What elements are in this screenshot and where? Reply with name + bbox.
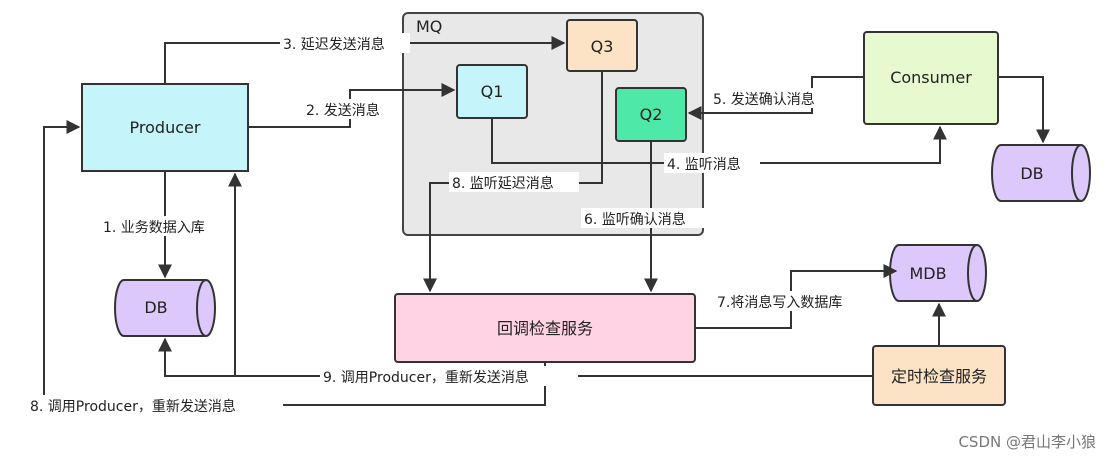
label-callback-resend: 8. 调用Producer，重新发送消息 (27, 395, 283, 415)
label-send-text: 2. 发送消息 (306, 102, 380, 119)
q3-node: Q3 (566, 19, 638, 72)
db-consumer-label: DB (1020, 164, 1043, 183)
label-listen-text: 4. 监听消息 (667, 156, 741, 173)
q2-node: Q2 (615, 87, 687, 142)
callback-check-service-label: 回调检查服务 (497, 319, 593, 338)
label-callback-resend-text: 8. 调用Producer，重新发送消息 (30, 398, 236, 415)
mdb-node: MDB (889, 244, 987, 302)
producer-node: Producer (81, 83, 249, 172)
label-timer-resend-text: 9. 调用Producer，重新发送消息 (323, 369, 529, 386)
label-listen: 4. 监听消息 (664, 153, 760, 173)
q2-label: Q2 (640, 105, 663, 124)
edge-consumer-db (998, 76, 1050, 144)
label-listen-confirm: 6. 监听确认消息 (581, 208, 707, 228)
edge-timer-to-db (158, 337, 873, 377)
label-delay-send-text: 3. 延迟发送消息 (283, 36, 385, 53)
q1-label: Q1 (481, 82, 504, 101)
label-send-confirm-text: 5. 发送确认消息 (713, 91, 815, 108)
label-persist-text: 1. 业务数据入库 (103, 220, 205, 236)
label-delay-send: 3. 延迟发送消息 (280, 33, 410, 53)
edge-delay-send (164, 36, 566, 84)
timer-check-service-label: 定时检查服务 (891, 367, 987, 386)
mdb-label: MDB (909, 264, 946, 283)
label-send-confirm: 5. 发送确认消息 (710, 88, 840, 108)
label-send: 2. 发送消息 (303, 99, 399, 119)
label-persist: 1. 业务数据入库 (100, 216, 228, 236)
label-write-mdb-text: 7.将消息写入数据库 (717, 294, 842, 311)
label-listen-delay: 8. 监听延迟消息 (449, 172, 579, 192)
q1-node: Q1 (456, 64, 528, 119)
callback-check-service-node: 回调检查服务 (394, 293, 696, 363)
watermark: CSDN @君山李小狼 (958, 433, 1096, 451)
consumer-label: Consumer (890, 68, 972, 87)
mq-label: MQ (416, 17, 442, 36)
label-write-mdb: 7.将消息写入数据库 (714, 291, 870, 311)
producer-label: Producer (130, 118, 201, 137)
timer-check-service-node: 定时检查服务 (872, 345, 1006, 406)
label-listen-confirm-text: 6. 监听确认消息 (584, 211, 686, 228)
label-timer-resend: 9. 调用Producer，重新发送消息 (320, 366, 578, 386)
db-producer-label: DB (144, 298, 167, 317)
consumer-node: Consumer (863, 31, 999, 125)
q3-label: Q3 (591, 37, 614, 56)
db-producer-node: DB (114, 279, 216, 337)
label-listen-delay-text: 8. 监听延迟消息 (452, 175, 554, 192)
db-consumer-node: DB (991, 144, 1091, 202)
